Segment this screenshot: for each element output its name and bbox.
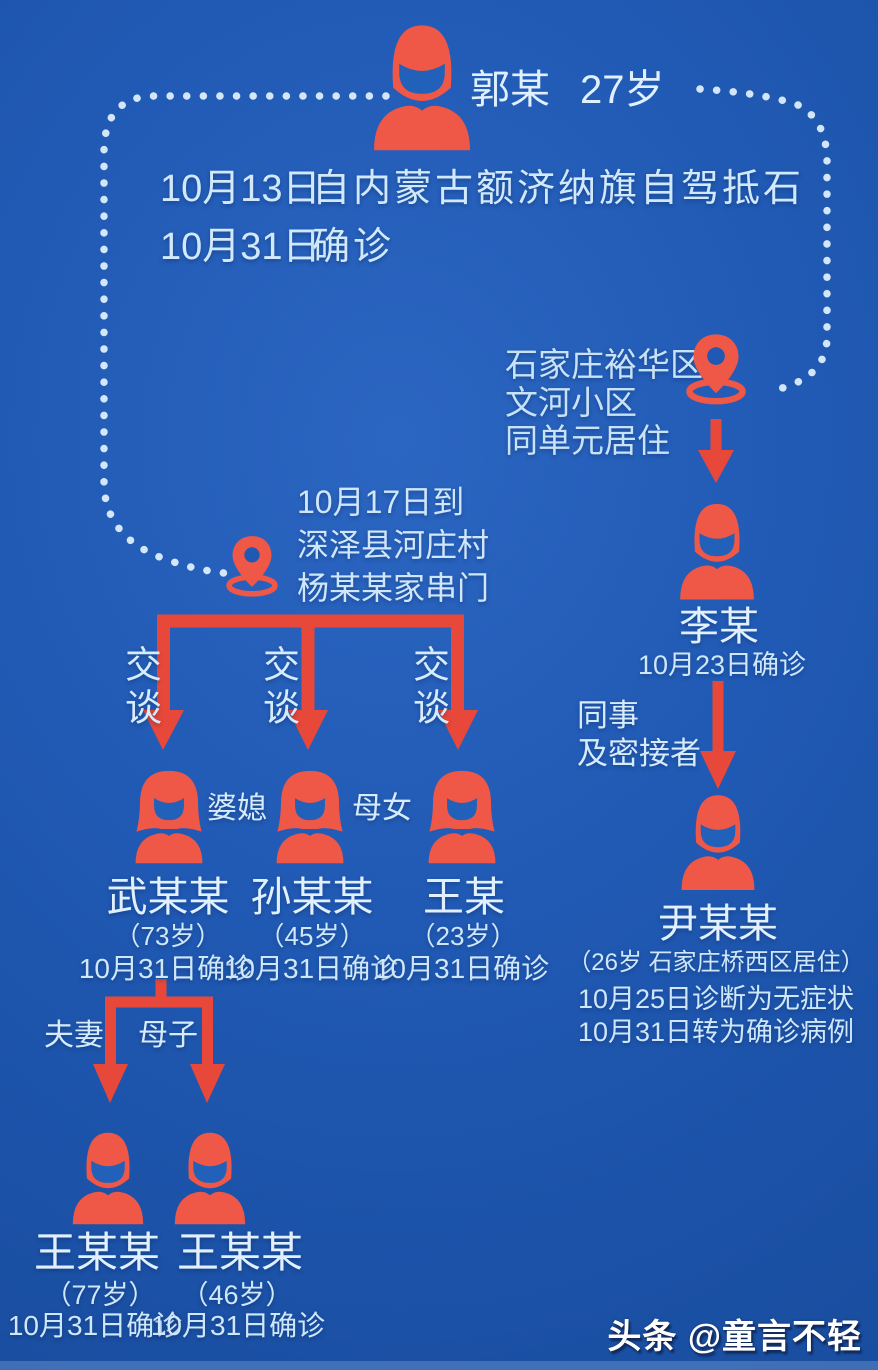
female-person-icon [418,762,506,866]
relation-poxi-label: 婆媳 [207,792,267,825]
arrowhead-li-to-yin [700,751,736,789]
colleague-line-2: 及密接者 [577,736,701,771]
case-yin-status-2: 10月31日转为确诊病例 [577,1017,855,1047]
location-pin-icon [668,332,764,406]
yuhua-line-1: 石家庄裕华区 [505,346,703,383]
case-yin-status-1: 10月25日诊断为无症状 [577,984,855,1014]
timeline-date-1: 10月13日 [160,168,321,210]
arrowhead-pin-to-li [698,450,734,483]
talk-label-2: 交谈 [257,645,299,731]
male-person-icon [64,1124,152,1226]
dotted-route-right [696,85,831,395]
shenze-line-1: 10月17日到 [297,484,465,520]
index-case-title: 郭某 27岁 [470,57,665,115]
yuhua-line-2: 文河小区 [505,384,637,421]
talk-label-1: 交谈 [119,645,161,731]
male-person-icon [166,1124,254,1226]
case-wang-status: 10月31日确诊 [374,953,550,984]
talk-arrowhead-right [438,710,478,750]
bottom-band [0,1361,878,1370]
male-person-icon [672,788,764,890]
talk-arrowhead-mid [288,710,328,750]
family-arrowhead-right [190,1064,225,1103]
timeline-event-1: 自内蒙古额济纳旗自驾抵石 [312,168,805,210]
case-wu-age: （73岁） [114,921,222,951]
talk-arrowhead-left [143,710,184,750]
family-arrowhead-left [93,1064,128,1103]
case-wu-name: 武某某 [106,874,230,920]
case-wang-husband-name: 王某某 [33,1229,161,1276]
male-person-icon [362,14,482,152]
case-wang-name: 王某 [423,874,505,920]
dotted-routes [100,85,831,577]
case-sun-status: 10月31日确诊 [223,953,399,984]
timeline-date-2: 10月31日 [160,226,321,268]
index-case-name: 郭某 [470,68,550,112]
shenze-location-block: 10月17日到 深泽县河庄村 杨某某家串门 [297,481,489,610]
case-wang-husband-age: （77岁） [44,1280,156,1310]
colleague-line-1: 同事 [577,698,639,733]
index-case-age: 27岁 [580,68,665,112]
case-li-status: 10月23日确诊 [637,650,807,680]
case-wang-son-age: （46岁） [181,1280,293,1310]
case-wang-son-status: 10月31日确诊 [150,1310,326,1341]
shenze-line-3: 杨某某家串门 [297,570,490,606]
case-wang-son-name: 王某某 [176,1229,304,1276]
relation-muzi-label: 母子 [138,1019,198,1052]
location-pin-icon [216,534,288,598]
talk-label-3: 交谈 [407,645,449,731]
red-arrows [93,419,736,1103]
case-li-name: 李某 [679,605,759,649]
relation-fuqi-label: 夫妻 [44,1019,104,1052]
case-sun-age: （45岁） [258,921,366,951]
dotted-route-left [100,92,390,577]
colleague-relation-label: 同事 及密接者 [577,697,701,773]
case-wang-age: （23岁） [409,921,517,951]
case-yin-name: 尹某某 [658,902,778,946]
male-person-icon [671,496,763,600]
yuhua-location-block: 石家庄裕华区 文河小区 同单元居住 [505,346,703,460]
timeline-event-2: 确诊 [312,226,395,268]
female-person-icon [266,762,354,866]
yuhua-line-3: 同单元居住 [505,422,670,459]
case-sun-name: 孙某某 [250,874,374,920]
shenze-line-2: 深泽县河庄村 [297,527,490,563]
female-person-icon [125,762,213,866]
case-yin-detail: （26岁 石家庄桥西区居住） [567,949,865,976]
case-wang-husband-status: 10月31日确诊 [7,1310,183,1341]
relation-munv-label: 母女 [352,792,412,825]
watermark: 头条 @童言不轻 [607,1318,862,1356]
case-wu-status: 10月31日确诊 [78,953,254,984]
